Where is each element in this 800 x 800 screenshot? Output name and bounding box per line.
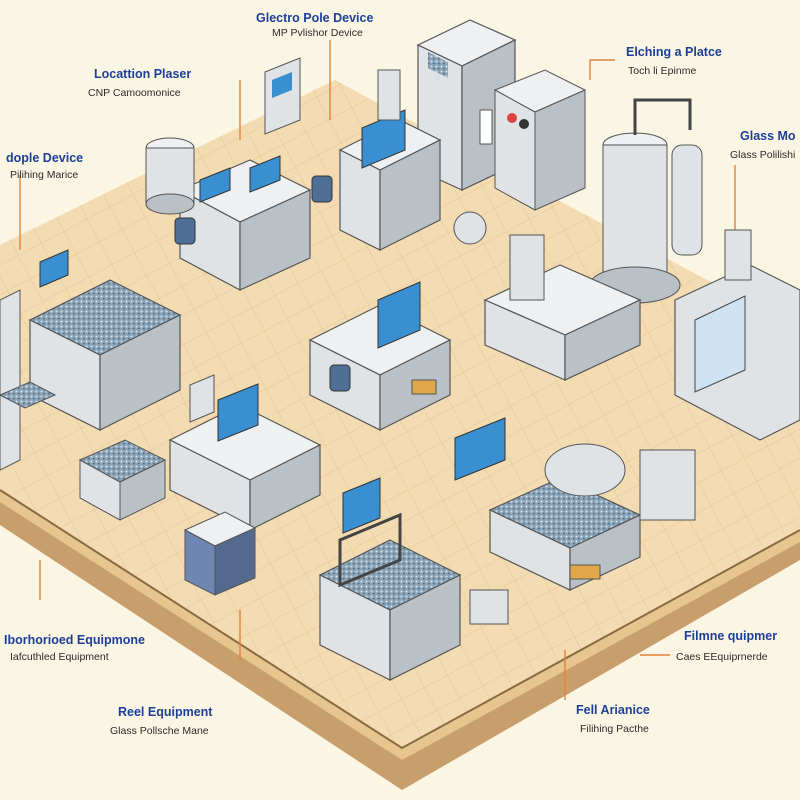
lathe-unit	[453, 211, 642, 381]
wafer-trolley	[0, 381, 167, 521]
label-etching-place: Elching a Platce	[626, 45, 722, 59]
label-iafcuthled-equipment: Iafcuthled Equipment	[10, 651, 109, 663]
label-caes-equipment: Caes EEquiprnerde	[676, 651, 768, 663]
control-desk-top-left	[178, 57, 312, 291]
label-dople-device: dople Device	[6, 151, 84, 165]
label-touch-equipment: Toch li Epinme	[628, 65, 697, 77]
gantry-cnc-machine	[318, 477, 509, 681]
office-chairs	[174, 175, 351, 392]
label-reel-equipment: Reel Equipment	[118, 705, 213, 719]
center-workstation	[308, 281, 452, 431]
leader-lines	[19, 40, 736, 700]
label-fell-arianice: Fell Arianice	[576, 703, 650, 717]
console-with-monitor	[338, 69, 442, 251]
label-filihing-pacthe: Filihing Pacthe	[580, 723, 649, 735]
drawer-cart	[183, 511, 257, 596]
label-glass-polishi: Glass Polilishi	[730, 149, 796, 161]
label-polishing-marice: Pilihing Marice	[10, 169, 79, 181]
label-location-plaser: Locattion Plaser	[94, 67, 192, 81]
roller-machine	[454, 417, 696, 591]
label-glass-pollsche-mane: Glass Pollsche Mane	[110, 725, 209, 737]
label-glass-mo: Glass Mo	[740, 129, 796, 143]
glass-furnace	[674, 229, 800, 441]
label-cnp-camoomonice: CNP Camoomonice	[88, 87, 181, 99]
polishing-machine-left	[0, 249, 182, 471]
hydraulic-press	[589, 98, 703, 304]
etching-instrument	[493, 69, 587, 211]
cylinder-unit-left	[145, 137, 195, 215]
label-electro-pole-device: Glectro Pole Device	[256, 11, 374, 25]
label-iborhorioed-equipmone: Iborhorioed Equipmone	[4, 633, 145, 647]
dual-monitor-desk	[168, 374, 322, 531]
label-filmne-quipmer: Filmne quipmer	[684, 629, 778, 643]
label-mp-polisher-device: MP Pvlishor Device	[272, 27, 363, 39]
